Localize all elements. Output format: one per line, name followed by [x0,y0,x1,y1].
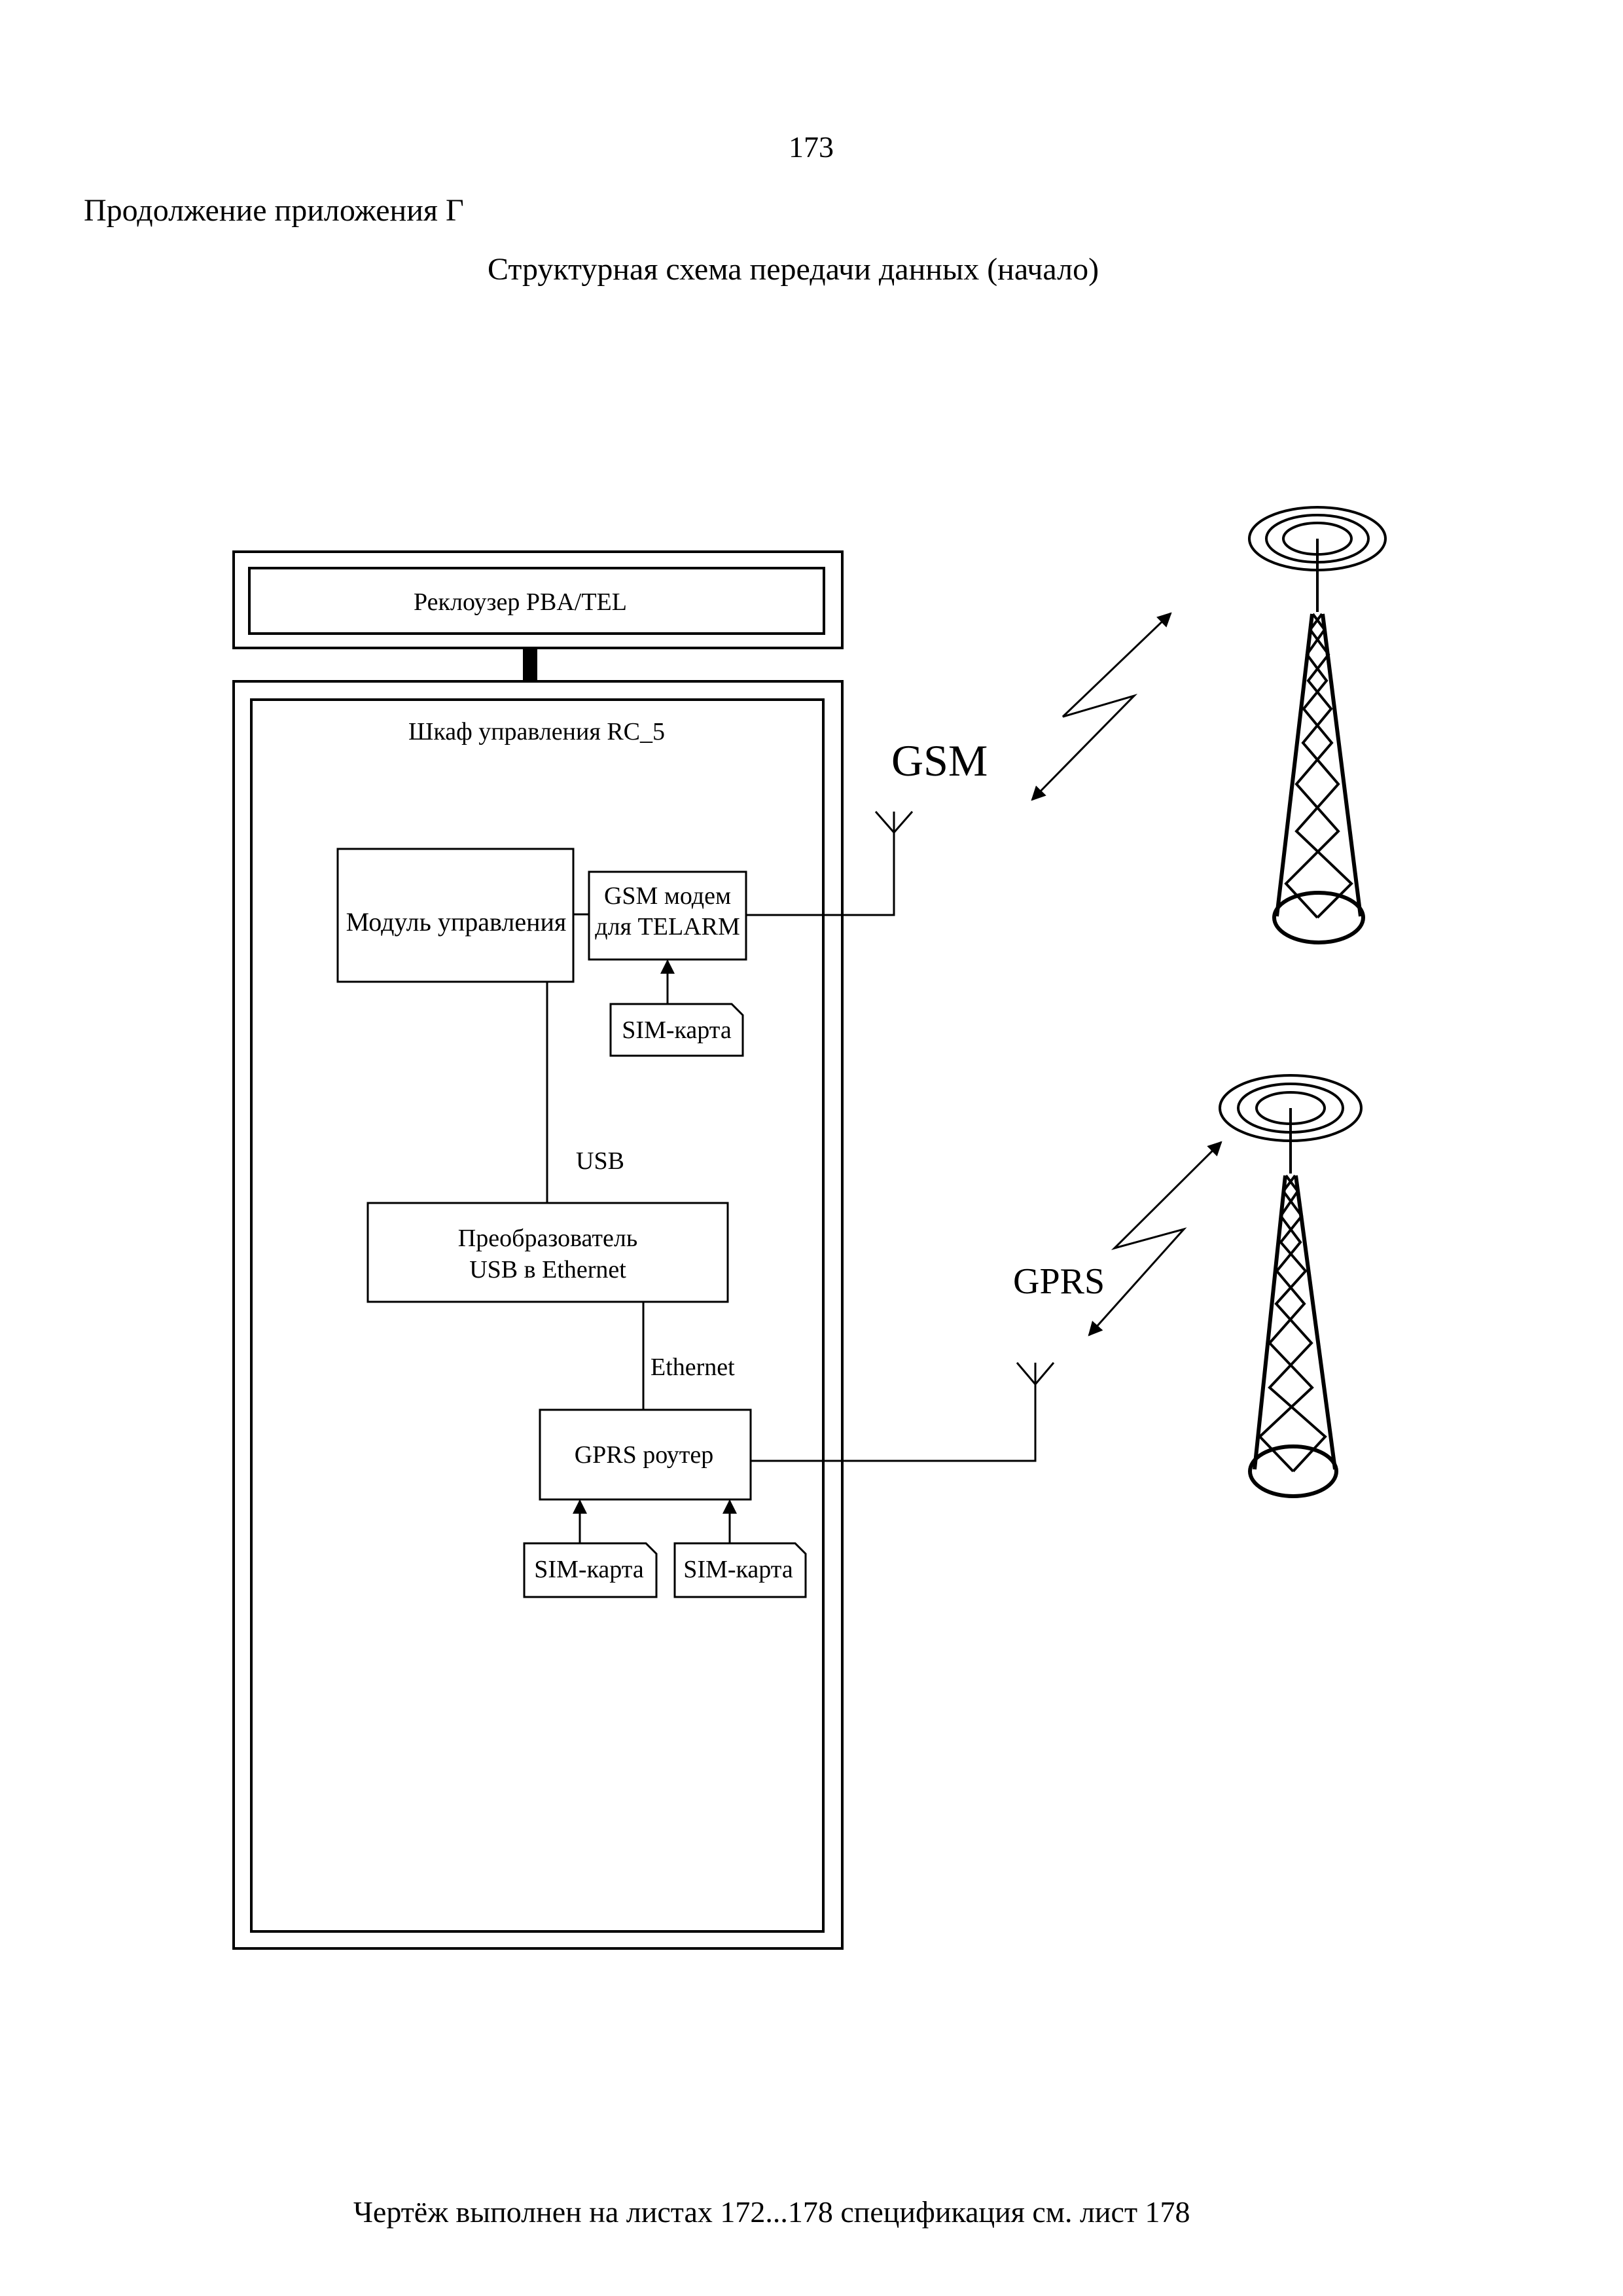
modem-antenna-link [746,833,895,916]
gprs-antenna-icon [1016,1362,1055,1385]
gsm-radio-link-icon [1031,612,1172,801]
gprs-router-block: GPRS роутер [539,1408,752,1501]
sim-card-3-label: SIM-карта [683,1556,793,1583]
gsm-tower-icon [1248,506,1387,944]
recloser-cabinet-connector [523,649,537,681]
diagram-title: Структурная схема передачи данных (начал… [488,252,1099,287]
page-number: 173 [789,130,834,164]
gsm-antenna-icon [874,811,914,833]
control-cabinet: Шкаф управления RC_5 [232,680,844,1950]
cabinet-label: Шкаф управления RC_5 [408,718,665,745]
sim-card-2-label: SIM-карта [534,1556,644,1583]
control-module-label: Модуль управления [346,907,567,937]
gsm-modem-label-line2: для TELARM [595,913,740,941]
sim-card-3: SIM-карта [673,1542,807,1598]
sim-card-1-label: SIM-карта [622,1016,732,1044]
recloser-label: Реклоузер PBA/TEL [414,588,627,616]
footer-note: Чертёж выполнен на листах 172...178 спец… [353,2195,1190,2229]
sim-card-2: SIM-карта [523,1542,658,1598]
converter-label-line2: USB в Ethernet [469,1256,626,1283]
sim-card-1: SIM-карта [609,1003,744,1057]
gprs-router-label: GPRS роутер [575,1441,714,1469]
control-module-block: Модуль управления [336,848,575,983]
router-antenna-link [751,1384,1037,1462]
gsm-network-label: GSM [891,736,988,785]
gprs-network-label: GPRS [1013,1261,1105,1302]
ethernet-link-label: Ethernet [651,1354,735,1381]
usb-link-label: USB [576,1147,624,1175]
gprs-radio-link-icon [1088,1141,1222,1336]
gsm-modem-label-line1: GSM модем [604,882,731,910]
gsm-modem-block: GSM модем для TELARM [588,870,747,961]
gprs-tower-icon [1219,1074,1363,1498]
converter-label-line1: Преобразователь [458,1225,637,1252]
recloser-block: Реклоузер PBA/TEL [232,550,844,649]
appendix-heading: Продолжение приложения Г [84,193,464,228]
usb-ethernet-converter-block: Преобразователь USB в Ethernet [366,1202,729,1303]
